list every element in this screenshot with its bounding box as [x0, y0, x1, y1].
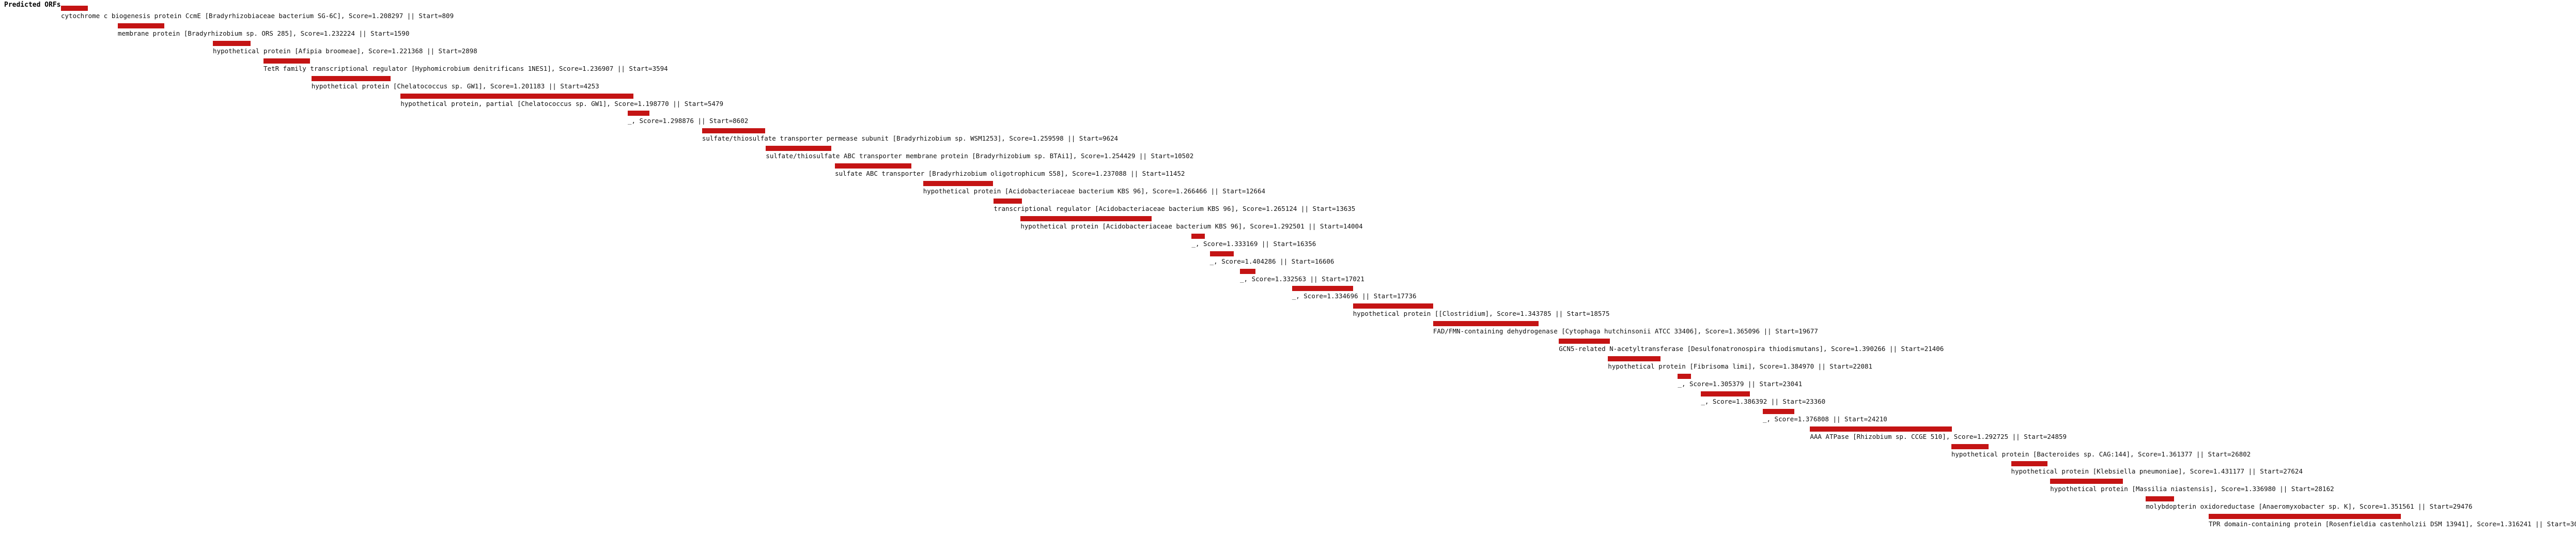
orf-bar: [1701, 391, 1750, 396]
orf-bar: [213, 40, 251, 46]
orf-label: GCN5-related N-acetyltransferase [Desulf…: [1559, 345, 1944, 353]
orf-label: transcriptional regulator [Acidobacteria…: [994, 204, 1356, 212]
orf-bar: [117, 23, 164, 28]
orf-label: _, Score=1.298876 || Start=8602: [627, 117, 749, 125]
orf-label: molybdopterin oxidoreductase [Anaeromyxo…: [2146, 502, 2473, 511]
orf-label: cytochrome c biogenesis protein CcmE [Br…: [61, 12, 454, 20]
orf-label: membrane protein [Bradyrhizobium sp. ORS…: [117, 29, 410, 37]
orf-label: TPR domain-containing protein [Rosenfiel…: [2209, 520, 2576, 528]
orf-label: _, Score=1.386392 || Start=23360: [1701, 397, 1826, 405]
orf-label: hypothetical protein [Acidobacteriaceae …: [923, 187, 1265, 195]
orf-label: _, Score=1.332563 || Start=17021: [1240, 274, 1364, 283]
orf-bar: [1191, 233, 1205, 239]
orf-label: sulfate ABC transporter [Bradyrhizobium …: [835, 170, 1185, 178]
orf-label: hypothetical protein, partial [Chelatoco…: [400, 99, 723, 108]
orf-bar: [2146, 496, 2175, 502]
orf-label: hypothetical protein [Acidobacteriaceae …: [1020, 222, 1363, 230]
orf-bar: [1240, 268, 1255, 274]
orf-bar: [1762, 408, 1794, 414]
orf-bar: [311, 75, 391, 81]
orf-bar: [1951, 444, 1989, 449]
orf-bar: [702, 128, 766, 134]
orf-label: hypothetical protein [Klebsiella pneumon…: [2011, 467, 2303, 476]
orf-bar: [263, 58, 311, 64]
orf-label: TetR family transcriptional regulator [H…: [263, 64, 668, 72]
orf-bar: [994, 198, 1022, 204]
orf-bar: [61, 6, 88, 11]
orf-label: hypothetical protein [[Clostridium], Sco…: [1353, 310, 1610, 318]
orf-bar: [923, 181, 993, 186]
orf-bar: [1209, 251, 1234, 256]
orf-label: sulfate/thiosulfate transporter permease…: [702, 134, 1119, 143]
orf-bar: [2209, 514, 2401, 520]
orf-label: _, Score=1.333169 || Start=16356: [1191, 239, 1316, 248]
orf-bar: [1608, 356, 1661, 361]
orf-label: FAD/FMN-containing dehydrogenase [Cytoph…: [1433, 327, 1818, 335]
orf-bar: [1559, 339, 1610, 344]
orf-label: _, Score=1.334696 || Start=17736: [1292, 292, 1417, 300]
orf-label: hypothetical protein [Bacteroides sp. CA…: [1951, 450, 2251, 458]
orf-bar: [1810, 426, 1952, 432]
orf-bar: [766, 146, 832, 151]
orf-label: _, Score=1.404286 || Start=16606: [1209, 257, 1334, 265]
orf-label: _, Score=1.305379 || Start=23041: [1678, 379, 1803, 388]
orf-label: hypothetical protein [Massilia niastensi…: [2050, 485, 2334, 493]
orf-bar: [627, 111, 650, 116]
orf-label: hypothetical protein [Afipia broomeae], …: [213, 47, 477, 55]
orf-label: hypothetical protein [Fibrisoma limi], S…: [1608, 362, 1873, 370]
orf-bar: [1292, 286, 1353, 292]
orf-label: AAA ATPase [Rhizobium sp. CCGE 510], Sco…: [1810, 432, 2067, 440]
orf-label: _, Score=1.376808 || Start=24210: [1762, 415, 1887, 423]
orf-bar: [1433, 321, 1539, 327]
orf-bar: [2011, 461, 2047, 467]
orf-label: hypothetical protein [Chelatococcus sp. …: [311, 82, 599, 90]
orf-bar: [2050, 479, 2123, 484]
orf-bar: [400, 93, 633, 99]
orf-label: sulfate/thiosulfate ABC transporter memb…: [766, 152, 1194, 160]
orf-bar: [1678, 373, 1691, 379]
track-title: Predicted ORFs: [4, 1, 61, 9]
orf-bar: [835, 163, 911, 169]
orf-bar: [1020, 216, 1152, 221]
orf-bar: [1353, 303, 1433, 309]
